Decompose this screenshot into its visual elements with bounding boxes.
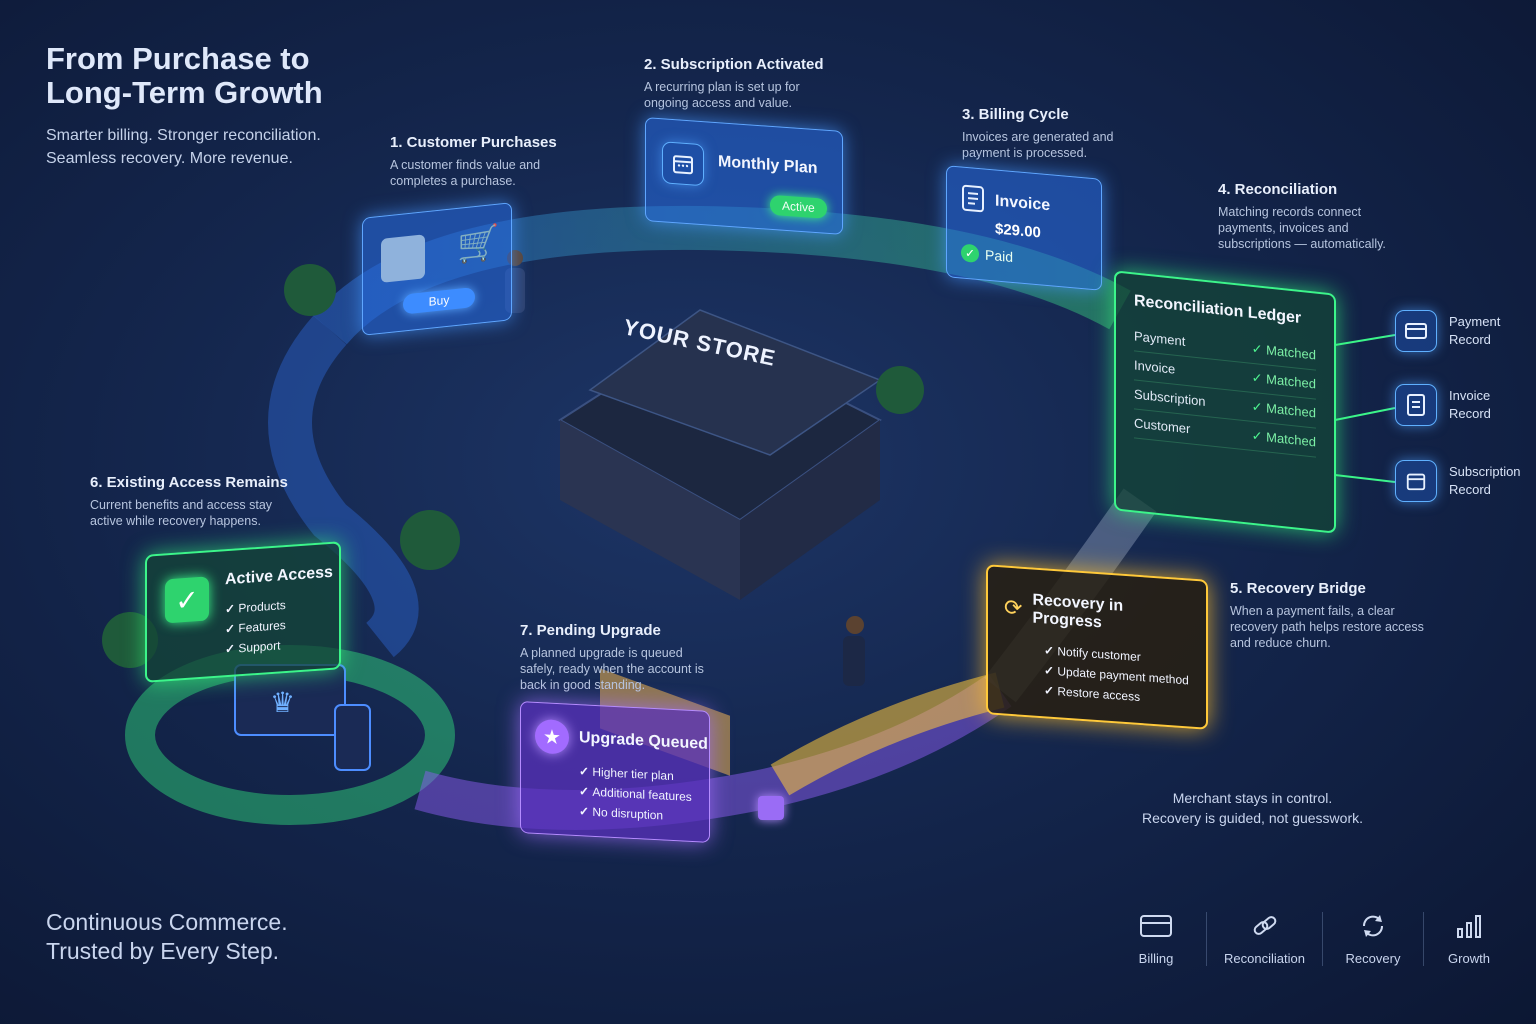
subtitle-line-2: Seamless recovery. More revenue. — [46, 150, 293, 167]
card-icon — [1395, 310, 1437, 352]
paid-label: Paid — [985, 246, 1014, 266]
star-icon: ★ — [535, 718, 569, 755]
ledger-row-status: Matched — [1252, 422, 1316, 457]
footer-recovery[interactable]: Recovery — [1323, 912, 1424, 966]
footer-growth-label: Growth — [1448, 951, 1490, 966]
invoice-amount: $29.00 — [995, 220, 1041, 242]
footer-billing-label: Billing — [1138, 951, 1174, 966]
recovery-title: Recovery in Progress — [1032, 591, 1124, 632]
document-icon — [1395, 384, 1437, 426]
step-7-desc: A planned upgrade is queued safely, read… — [520, 646, 704, 692]
footer-reconciliation[interactable]: Reconciliation — [1207, 912, 1323, 966]
step-1-label: 1. Customer Purchases A customer finds v… — [390, 134, 580, 189]
reconciliation-ledger-card: Reconciliation Ledger PaymentMatched Invo… — [1114, 270, 1336, 534]
access-item: Support — [225, 635, 286, 659]
ledger-row-label: Invoice — [1134, 357, 1176, 377]
upgrade-title: Upgrade Queued — [579, 729, 708, 753]
step-1-desc: A customer finds value and completes a p… — [390, 158, 541, 188]
calendar-icon — [662, 141, 704, 187]
step-2-label: 2. Subscription Activated A recurring pl… — [644, 56, 844, 111]
merchant-line-2: Recovery is guided, not guesswork. — [1142, 810, 1363, 826]
bar-chart-icon — [1457, 915, 1481, 938]
recovery-card: ⟳ Recovery in Progress Notify customer U… — [986, 564, 1208, 730]
plan-active-badge: Active — [770, 194, 827, 219]
invoice-paid-status: ✓ Paid — [961, 243, 1013, 266]
footer-billing[interactable]: Billing — [1106, 912, 1207, 966]
footer-recovery-label: Recovery — [1345, 951, 1401, 966]
step-6-title: 6. Existing Access Remains — [90, 474, 288, 491]
step-3-label: 3. Billing Cycle Invoices are generated … — [962, 106, 1152, 161]
step-6-desc: Current benefits and access stay active … — [90, 498, 273, 528]
buy-button[interactable]: Buy — [403, 287, 475, 315]
ledger-row-label: Customer — [1134, 415, 1191, 437]
lock-icon — [758, 796, 784, 820]
plan-title: Monthly Plan — [718, 153, 818, 178]
active-access-card: ✓ Active Access Products Features Suppor… — [145, 541, 341, 683]
shield-check-icon: ✓ — [165, 576, 209, 624]
footer-line-2: Trusted by Every Step. — [46, 938, 280, 964]
step-5-label: 5. Recovery Bridge When a payment fails,… — [1230, 580, 1430, 651]
document-icon — [961, 183, 985, 218]
check-circle-icon: ✓ — [961, 243, 979, 264]
tshirt-icon — [381, 234, 425, 283]
refresh-icon — [1362, 915, 1384, 937]
step-4-desc: Matching records connect payments, invoi… — [1218, 205, 1386, 251]
cart-icon: 🛒 — [457, 223, 500, 266]
ledger-rows: PaymentMatchedInvoiceMatchedSubscription… — [1134, 322, 1316, 458]
step-3-title: 3. Billing Cycle — [962, 106, 1069, 123]
step-3-desc: Invoices are generated and payment is pr… — [962, 130, 1114, 160]
footer-growth[interactable]: Growth — [1424, 912, 1514, 966]
crown-icon: ♛ — [270, 687, 296, 718]
step-7-title: 7. Pending Upgrade — [520, 622, 661, 639]
step-4-label: 4. Reconciliation Matching records conne… — [1218, 181, 1418, 252]
footer-icon-bar: Billing Reconciliation Recovery Growth — [1106, 912, 1514, 966]
page-subtitle: Smarter billing. Stronger reconciliation… — [46, 124, 376, 170]
step-7-label: 7. Pending Upgrade A planned upgrade is … — [520, 622, 705, 693]
upgrade-queued-card: ★ Upgrade Queued Higher tier plan Additi… — [520, 701, 710, 843]
access-title: Active Access — [225, 563, 333, 589]
step-1-title: 1. Customer Purchases — [390, 134, 557, 151]
step-6-label: 6. Existing Access Remains Current benef… — [90, 474, 300, 529]
merchant-line-1: Merchant stays in control. — [1172, 790, 1333, 806]
link-icon — [1253, 916, 1276, 935]
footer-line-1: Continuous Commerce. — [46, 909, 288, 935]
monthly-plan-card: Monthly Plan Active — [645, 117, 843, 235]
footer-tagline: Continuous Commerce. Trusted by Every St… — [46, 908, 406, 966]
ledger-row-label: Payment — [1134, 328, 1186, 349]
step-5-desc: When a payment fails, a clear recovery p… — [1230, 604, 1424, 650]
card-icon — [1140, 915, 1172, 937]
buy-card: 🛒 Buy — [362, 202, 512, 336]
invoice-card: Invoice $29.00 ✓ Paid — [946, 165, 1102, 291]
step-4-title: 4. Reconciliation — [1218, 181, 1338, 198]
step-5-title: 5. Recovery Bridge — [1230, 580, 1366, 597]
step-2-title: 2. Subscription Activated — [644, 56, 824, 73]
footer-reconciliation-label: Reconciliation — [1224, 951, 1305, 966]
subtitle-line-1: Smarter billing. Stronger reconciliation… — [46, 127, 321, 144]
step-2-desc: A recurring plan is set up for ongoing a… — [644, 80, 800, 110]
merchant-note: Merchant stays in control. Recovery is g… — [1120, 788, 1385, 828]
ledger-title: Reconciliation Ledger — [1134, 292, 1302, 328]
refresh-icon: ⟳ — [1004, 594, 1023, 621]
invoice-title: Invoice — [995, 192, 1051, 215]
calendar-icon — [1395, 460, 1437, 502]
page-title: From Purchase to Long-Term Growth — [46, 41, 323, 110]
